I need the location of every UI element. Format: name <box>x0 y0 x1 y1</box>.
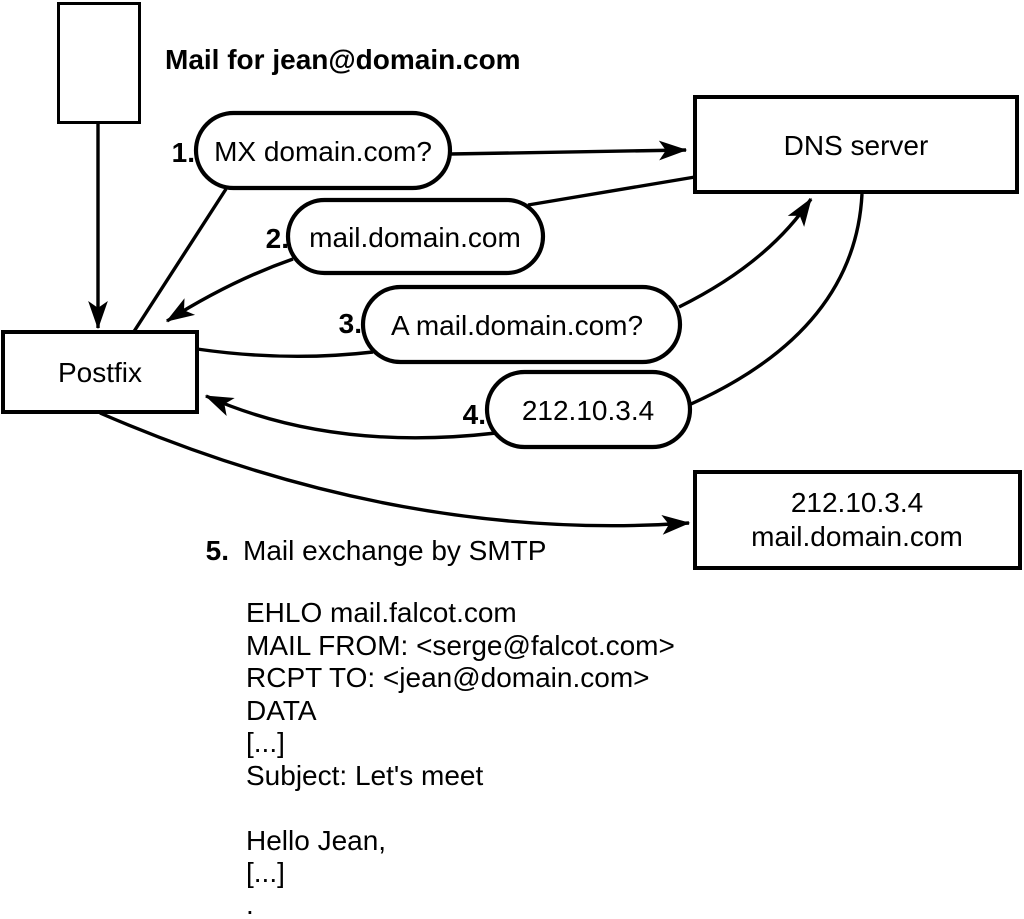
smtp-line: EHLO mail.falcot.com <box>246 597 517 628</box>
node-shapes <box>1 2 1022 570</box>
arrow-step3-to-dns <box>678 197 813 309</box>
line-dns-to-step4 <box>690 193 864 406</box>
mail-note-label: Mail for jean@domain.com <box>165 44 521 75</box>
step2-label: mail.domain.com <box>309 222 521 253</box>
smtp-line: Hello Jean, <box>246 825 386 856</box>
step1-label: MX domain.com? <box>214 136 432 167</box>
smtp-line: RCPT TO: <jean@domain.com> <box>246 662 650 693</box>
step5-label: Mail exchange by SMTP <box>243 535 546 566</box>
smtp-transcript: EHLO mail.falcot.com MAIL FROM: <serge@f… <box>246 597 675 919</box>
step2-pill <box>285 197 546 276</box>
postfix-label: Postfix <box>58 357 142 388</box>
arrow-postfix-to-mailserver <box>99 411 691 535</box>
line-dns-to-step2 <box>527 175 696 207</box>
arrow-step1-to-dns <box>449 140 688 161</box>
arrow-step4-to-postfix <box>204 394 497 440</box>
step3-number: 3. <box>339 308 362 339</box>
smtp-line: MAIL FROM: <serge@falcot.com> <box>246 630 675 661</box>
mail-server-host-label: mail.domain.com <box>751 521 963 552</box>
dns-server-label: DNS server <box>784 130 929 161</box>
step4-label: 212.10.3.4 <box>522 395 654 426</box>
smtp-line: [...] <box>246 727 285 758</box>
smtp-line: [...] <box>246 857 285 888</box>
mail-server-box <box>693 470 1022 570</box>
connectors <box>88 122 864 535</box>
step4-pill <box>484 369 693 450</box>
line-postfix-to-step1 <box>131 188 228 334</box>
dns-server-box <box>693 95 1019 194</box>
postfix-box <box>1 330 199 414</box>
mail-server-ip-label: 212.10.3.4 <box>791 487 923 518</box>
document-icon <box>57 2 141 124</box>
smtp-line: Subject: Let's meet <box>246 760 483 791</box>
step3-label: A mail.domain.com? <box>391 310 643 341</box>
step1-pill <box>193 110 453 191</box>
step5-number: 5. <box>206 535 229 566</box>
step3-pill <box>360 284 683 365</box>
smtp-line: . <box>246 889 254 919</box>
line-postfix-to-step3 <box>196 347 374 359</box>
arrow-step2-to-postfix <box>165 257 294 323</box>
step1-number: 1. <box>172 137 195 168</box>
step4-number: 4. <box>463 399 486 430</box>
labels: Mail for jean@domain.com 1. MX domain.co… <box>58 44 963 566</box>
step2-number: 2. <box>266 223 289 254</box>
smtp-line: DATA <box>246 695 317 726</box>
